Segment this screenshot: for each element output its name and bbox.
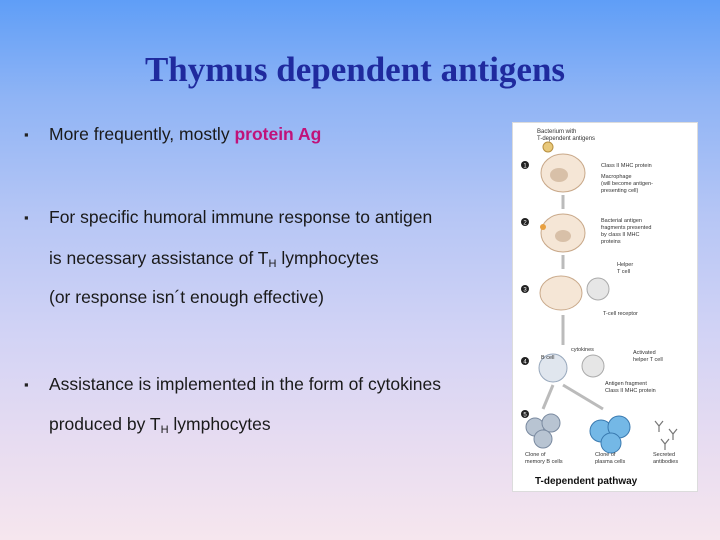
label-macrophage-1: Macrophage: [601, 174, 632, 180]
antibodies-icon: [654, 420, 678, 450]
step-1-icon: [521, 161, 529, 169]
square-bullet-icon: ▪: [24, 210, 29, 225]
apc-nucleus: [555, 230, 571, 242]
label-macrophage-3: presenting cell): [601, 188, 638, 194]
step-markers: 1 2 3 4 5: [521, 161, 529, 419]
bullet-3-line-1: Assistance is implemented in the form of…: [49, 374, 441, 394]
label-bacterial-ag-3: by class II MHC: [601, 232, 640, 238]
label-memory-2: memory B cells: [525, 459, 563, 465]
plasma-cells-cluster: [589, 415, 631, 454]
apc-cell-2: [539, 275, 583, 311]
label-activated-1: Activated: [633, 350, 656, 356]
step-4-label: 4: [523, 360, 527, 366]
label-plasma-1: Clone of: [595, 452, 616, 458]
bullet-1: ▪ More frequently, mostly protein Ag: [24, 124, 321, 145]
bullet-1-text: More frequently, mostly protein Ag: [49, 124, 321, 145]
subscript-h: H: [160, 424, 169, 436]
activated-helper-t-cell: [581, 354, 605, 378]
label-bacterial-ag-4: proteins: [601, 239, 621, 245]
arrow-4a: [541, 384, 555, 410]
highlight-protein-ag: protein Ag: [234, 124, 322, 144]
b-cell: [538, 353, 568, 383]
step-2-label: 2: [523, 221, 527, 227]
label-ag-fragment: Antigen fragment: [605, 381, 647, 387]
label-helper-2: T cell: [617, 269, 630, 275]
bullet-3-line-2-after: lymphocytes: [168, 414, 271, 434]
bullet-2-line-1: For specific humoral immune response to …: [49, 207, 433, 227]
label-cytokines: cytokines: [571, 347, 594, 353]
label-bacterial-ag-2: fragments presented: [601, 225, 651, 231]
step-1-label: 1: [523, 164, 527, 170]
label-plasma-2: plasma cells: [595, 459, 626, 465]
label-activated-2: helper T cell: [633, 357, 663, 363]
step-5-label: 5: [523, 413, 527, 419]
label-class2-mhc-2: Class II MHC protein: [605, 388, 656, 394]
fig-header-1: Bacterium with: [537, 129, 576, 135]
label-secreted-2: antibodies: [653, 459, 678, 465]
bullet-2-line-2-before: is necessary assistance of T: [49, 248, 269, 268]
t-dependent-pathway-figure: Bacterium with T-dependent antigens 1 2 …: [512, 122, 698, 492]
memory-b-cells-cluster: [525, 413, 561, 449]
square-bullet-icon: ▪: [24, 377, 29, 392]
bullet-2-line-3: (or response isn´t enough effective): [49, 287, 324, 307]
macrophage-nucleus: [550, 168, 568, 182]
step-3-icon: [521, 285, 529, 293]
bullet-2-line-2-after: lymphocytes: [276, 248, 379, 268]
arrow-4b: [562, 383, 604, 411]
step-2-icon: [521, 218, 529, 226]
bullet-3: ▪ Assistance is implemented in the form …: [24, 374, 441, 395]
slide-title: Thymus dependent antigens: [144, 50, 566, 89]
bullet-2: ▪ For specific humoral immune response t…: [24, 207, 432, 228]
antigen-fragment-icon: [540, 224, 546, 230]
bullet-3-line-2: produced by TH lymphocytes: [49, 414, 271, 436]
step-3-label: 3: [523, 288, 527, 294]
step-5-icon: [521, 410, 529, 418]
bullet-2-line-2: is necessary assistance of TH lymphocyte…: [49, 248, 379, 270]
subscript-h: H: [268, 258, 277, 270]
fig-header-2: T-dependent antigens: [537, 136, 595, 142]
label-helper-1: Helper: [617, 262, 633, 268]
label-bacterial-ag-1: Bacterial antigen: [601, 218, 642, 224]
label-bcell: B cell: [541, 355, 554, 361]
step-4-icon: [521, 357, 529, 365]
bacterium-icon: [542, 141, 554, 153]
label-memory-1: Clone of: [525, 452, 546, 458]
label-class2-mhc: Class II MHC protein: [601, 163, 652, 169]
label-secreted-1: Secreted: [653, 452, 675, 458]
label-macrophage-2: (will become antigen-: [601, 181, 653, 187]
bullet-1-before: More frequently, mostly: [49, 124, 235, 144]
label-tcr: T-cell receptor: [603, 311, 638, 317]
figure-caption: T-dependent pathway: [535, 476, 638, 487]
helper-t-cell: [586, 277, 610, 301]
square-bullet-icon: ▪: [24, 127, 29, 142]
bullet-3-line-2-before: produced by T: [49, 414, 161, 434]
pathway-diagram: Bacterium with T-dependent antigens 1 2 …: [521, 129, 678, 487]
